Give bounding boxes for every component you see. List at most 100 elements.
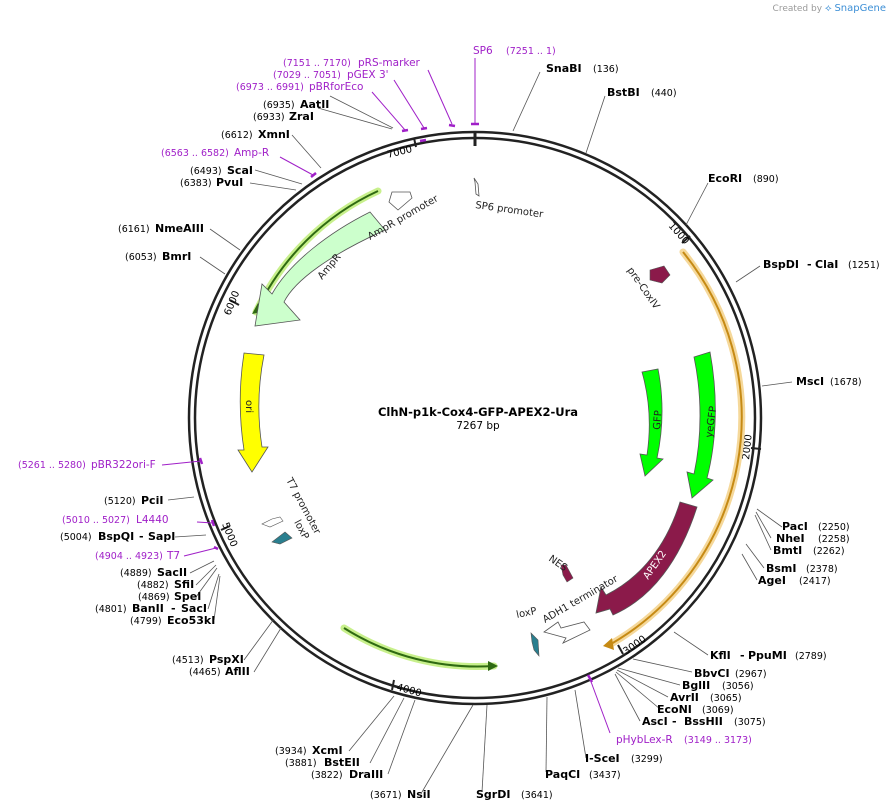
tick-mark bbox=[413, 137, 417, 148]
site-pos: (4465) bbox=[189, 667, 221, 678]
primer-range: (3149 .. 3173) bbox=[684, 735, 752, 746]
primer-leader bbox=[196, 521, 214, 524]
site-leader bbox=[195, 567, 218, 598]
site-pos: (6612) bbox=[221, 130, 253, 141]
site-label: BspDI bbox=[763, 258, 799, 271]
site-leader bbox=[574, 689, 587, 759]
site-leader bbox=[317, 107, 393, 130]
site-label: SacI bbox=[181, 602, 207, 615]
primer-range: (5010 .. 5027) bbox=[62, 515, 130, 526]
site-pos: (4869) bbox=[138, 592, 170, 603]
site-pos: (3069) bbox=[702, 705, 734, 716]
site-leader bbox=[512, 71, 541, 132]
site-leader bbox=[167, 496, 195, 501]
primer-label: pGEX 3' bbox=[347, 69, 389, 81]
primer-leaders bbox=[161, 58, 611, 734]
plasmid-length: 7267 bp bbox=[456, 420, 500, 432]
primer-mark bbox=[419, 126, 428, 143]
loxp-top-feature bbox=[271, 531, 293, 545]
site-pos: (4799) bbox=[130, 616, 162, 627]
site-label: KflI bbox=[710, 649, 731, 662]
yegfp-orf-arc bbox=[610, 251, 743, 645]
site-pos: (5004) bbox=[60, 532, 92, 543]
site-label: SgrDI bbox=[476, 788, 510, 801]
site-labels-left: (3671) NsiI (3822) DraIII (3881) BstEII … bbox=[60, 98, 431, 801]
site-pos: (2378) bbox=[806, 564, 838, 575]
primer-label: pBR322ori-F bbox=[91, 459, 156, 471]
site-label: XcmI bbox=[312, 744, 343, 757]
site-leader bbox=[745, 543, 765, 569]
site-leader bbox=[585, 95, 606, 154]
site-pos: (890) bbox=[753, 174, 779, 185]
yegfp-feature bbox=[686, 351, 716, 499]
ampr-feature bbox=[254, 211, 386, 327]
plasmid-title: ClhN-p1k-Cox4-GFP-APEX2-Ura bbox=[378, 405, 578, 419]
site-leader bbox=[174, 534, 207, 538]
brand-text: SnapGene bbox=[834, 3, 886, 14]
site-pos: (2967) bbox=[735, 669, 767, 680]
tick-mark bbox=[617, 644, 624, 655]
site-pos: (3641) bbox=[521, 790, 553, 801]
site-label: NsiI bbox=[407, 788, 431, 801]
site-leader bbox=[254, 169, 303, 185]
site-leaders bbox=[167, 71, 793, 793]
site-pos: (1678) bbox=[830, 377, 862, 388]
snapgene-logo-icon: ⟡ bbox=[824, 3, 832, 14]
site-leader bbox=[195, 564, 217, 586]
primer-leader bbox=[427, 69, 453, 125]
primer-leader bbox=[161, 460, 202, 466]
primer-leader bbox=[183, 547, 217, 557]
tick-mark bbox=[681, 235, 691, 244]
site-sep: - bbox=[171, 602, 176, 615]
gfp-label: GFP bbox=[652, 410, 664, 430]
site-label: SpeI bbox=[174, 590, 201, 603]
site-sep: - bbox=[807, 258, 812, 271]
site-label: ScaI bbox=[227, 164, 253, 177]
adh1-terminator-feature bbox=[543, 621, 591, 644]
site-label: SnaBI bbox=[546, 62, 582, 75]
created-by-credit: Created by ⟡ SnapGene bbox=[773, 3, 886, 14]
site-leader bbox=[213, 575, 221, 621]
site-leader bbox=[199, 256, 226, 275]
ampr-promoter-feature bbox=[388, 191, 413, 211]
site-label: BsmI bbox=[766, 562, 797, 575]
primer-leader bbox=[589, 678, 611, 734]
site-label: BstBI bbox=[607, 86, 640, 99]
site-pos: (3437) bbox=[589, 770, 621, 781]
site-sep: - bbox=[139, 530, 144, 543]
site-pos: (2250) bbox=[818, 522, 850, 533]
site-leader bbox=[632, 658, 693, 673]
site-label: NmeAIII bbox=[155, 222, 204, 235]
site-leader bbox=[735, 265, 761, 283]
site-pos: (3056) bbox=[722, 681, 754, 692]
ori-label: ori bbox=[243, 400, 254, 413]
site-pos: (3299) bbox=[631, 754, 663, 765]
tick-label: 2000 bbox=[741, 434, 755, 460]
t7-promoter-feature bbox=[261, 516, 284, 528]
primer-range: (7029 .. 7051) bbox=[273, 70, 341, 81]
site-label: BanII bbox=[132, 602, 164, 615]
credit-text: Created by bbox=[772, 4, 823, 14]
site-leader bbox=[249, 182, 297, 191]
site-label: AscI bbox=[642, 715, 668, 728]
site-pos: (4889) bbox=[120, 568, 152, 579]
bottom-orf-arc bbox=[343, 627, 495, 668]
ori-feature bbox=[237, 352, 269, 473]
site-leader bbox=[617, 667, 681, 686]
site-label: BspQI bbox=[98, 530, 134, 543]
primer-label: pRS-marker bbox=[358, 57, 421, 69]
sp6-promoter-feature bbox=[473, 177, 480, 197]
tick-mark bbox=[750, 447, 762, 450]
site-leader bbox=[545, 696, 548, 773]
site-pos: (3671) bbox=[370, 790, 402, 801]
site-pos: (3881) bbox=[285, 758, 317, 769]
primer-leader bbox=[279, 156, 314, 176]
loxp-bottom-label: loxP bbox=[515, 606, 537, 621]
site-leader bbox=[291, 134, 322, 169]
site-pos: (2262) bbox=[813, 546, 845, 557]
primer-label: pHybLex-R bbox=[616, 734, 673, 746]
site-pos: (3934) bbox=[275, 746, 307, 757]
site-pos: (6383) bbox=[180, 178, 212, 189]
site-label: AflII bbox=[225, 665, 250, 678]
